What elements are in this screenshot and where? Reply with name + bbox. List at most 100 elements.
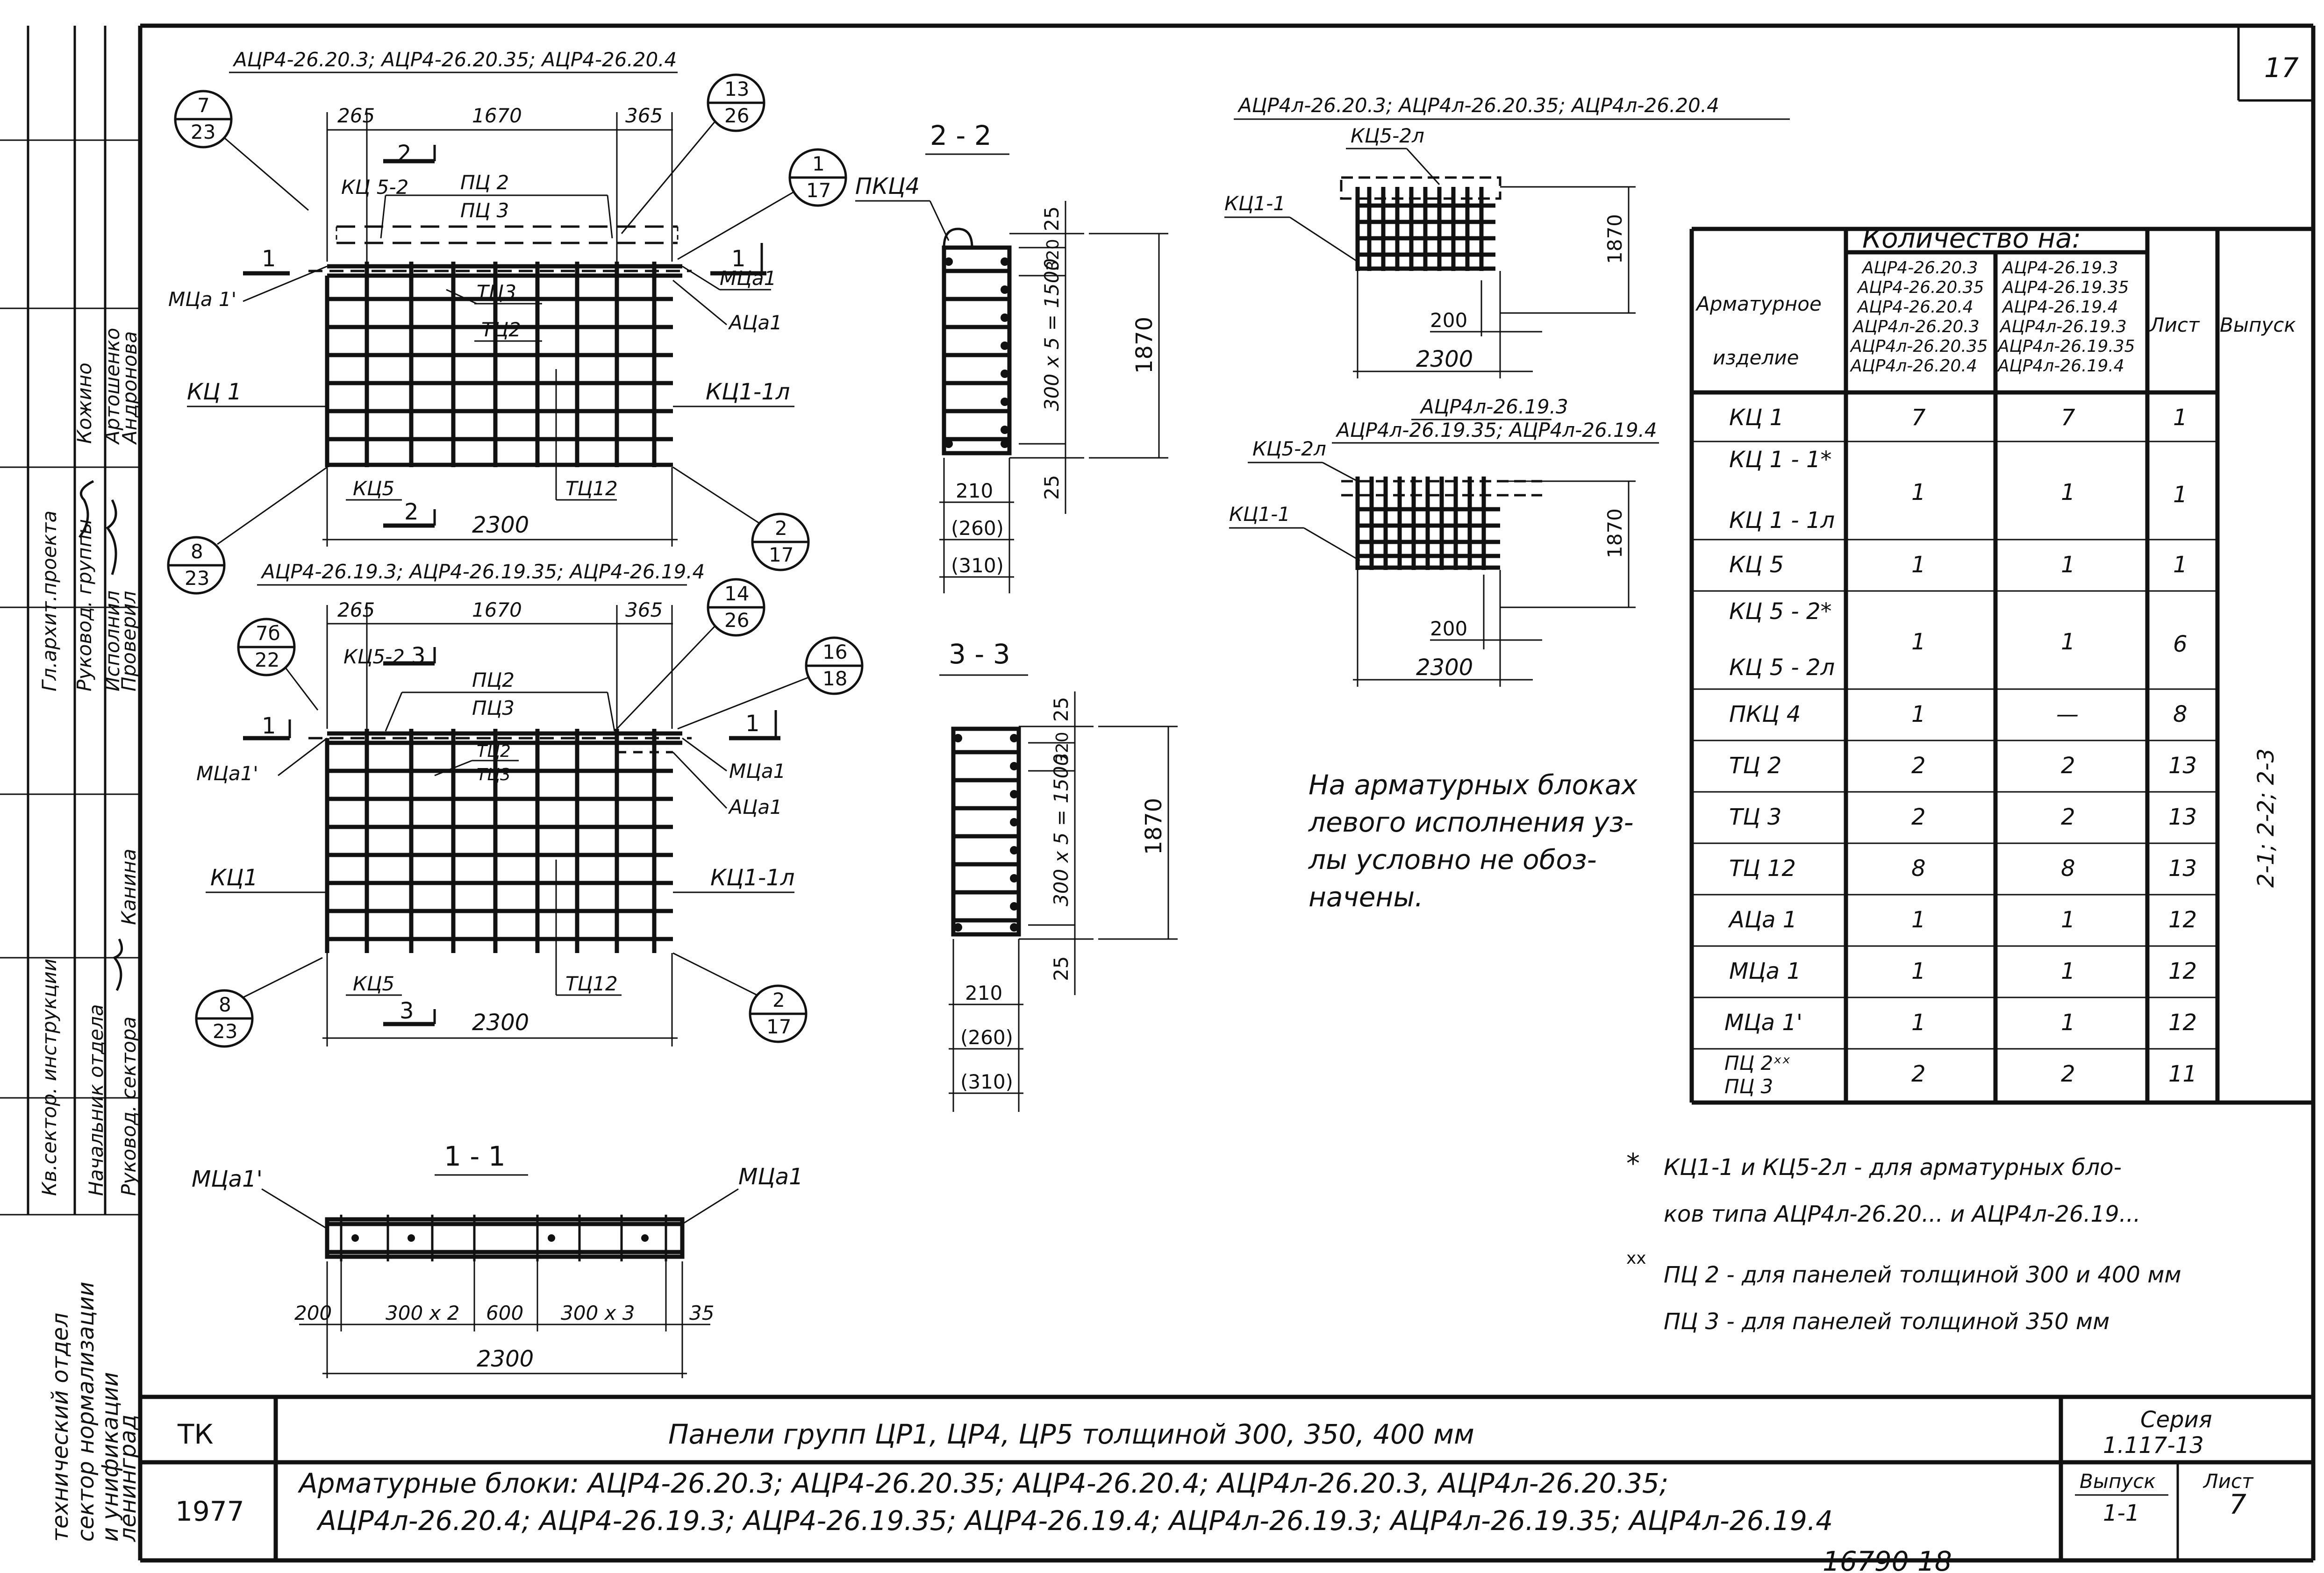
svg-text:АЦР4л-26.19.4: АЦР4л-26.19.4	[1997, 356, 2124, 376]
note-line-2: левого исполнения уз-	[1308, 806, 1634, 838]
bottom-label-pc3: ПЦ3	[472, 697, 515, 719]
top-label-mca1: МЦа1	[720, 267, 776, 290]
svg-text:АЦР4л-26.20.35: АЦР4л-26.20.35	[1850, 337, 1988, 356]
bottom-label-mca1p: МЦа1'	[196, 762, 258, 785]
section33-dim-25-top: 25	[1050, 697, 1073, 722]
svg-text:1: 1	[1911, 701, 1926, 727]
section-2-2: 2 - 2 ПКЦ4 25 320 300 x 5 = 1500 25 1870	[855, 120, 1168, 593]
svg-text:ТЦ 12: ТЦ 12	[1729, 855, 1796, 882]
section-3-3: 3 - 3 25 320 300 x 5 = 1500 25 1870	[939, 638, 1178, 1112]
footnote-xx-mark: xx	[1626, 1249, 1646, 1268]
svg-text:13: 13	[724, 78, 749, 100]
title-block: ТК 1977 Панели групп ЦР1, ЦР4, ЦР5 толщи…	[140, 1395, 2313, 1560]
bottom-callout-16-18: 16 18	[677, 636, 864, 730]
th-quantity: Количество на:	[1862, 222, 2081, 254]
svg-text:23: 23	[213, 1020, 237, 1043]
note-line-3: лы условно не обоз-	[1308, 844, 1597, 875]
left-top-dim-1870: 1870	[1603, 214, 1626, 264]
svg-text:8: 8	[191, 540, 203, 563]
bottom-label-tc2: ТЦ2	[477, 742, 511, 761]
left-top-label-kc1-1: КЦ1-1	[1224, 192, 1286, 215]
section11-title: 1 - 1	[444, 1140, 506, 1172]
section22-dim-210: 210	[956, 479, 993, 502]
svg-text:АЦР4л-26.19.3: АЦР4л-26.19.3	[1999, 317, 2127, 336]
table-issue-value: 2-1; 2-2; 2-3	[2253, 748, 2279, 888]
top-mesh	[308, 225, 692, 467]
svg-text:АЦР4л-26.20.3: АЦР4л-26.20.3	[1852, 317, 1980, 336]
svg-text:7: 7	[2061, 405, 2075, 431]
bottom-sec-3-top: 3	[411, 643, 426, 669]
top-dim-2300: 2300	[472, 512, 529, 538]
th-sub1: АЦР4-26.20.3 АЦР4-26.20.35 АЦР4-26.20.4 …	[1850, 258, 1988, 376]
section33-title: 3 - 3	[949, 638, 1010, 670]
bottom-sec-1-left: 1	[262, 713, 276, 739]
section22-dim-320: 320	[1044, 239, 1063, 271]
top-label-tc2: ТЦ2	[481, 318, 521, 341]
svg-text:АЦР4-26.19.4: АЦР4-26.19.4	[2002, 298, 2118, 317]
svg-text:7: 7	[197, 94, 210, 117]
top-callout-13-26: 13 26	[621, 73, 765, 234]
svg-text:11: 11	[2168, 1061, 2197, 1087]
svg-text:ТЦ 2: ТЦ 2	[1729, 753, 1781, 779]
svg-text:8: 8	[2061, 855, 2075, 882]
bottom-dim-365: 365	[625, 598, 663, 621]
th-issue: Выпуск	[2220, 313, 2296, 336]
svg-text:2: 2	[1911, 1061, 1926, 1087]
section33-dim-1870: 1870	[1141, 798, 1167, 855]
section11-label-mca1: МЦа1	[738, 1164, 803, 1190]
top-callout-1-17: 1 17	[677, 148, 847, 260]
section22-dim-260: (260)	[951, 517, 1004, 540]
stamp-org-2: сектор нормализации	[73, 1281, 99, 1542]
tb-sheet-label: Лист	[2202, 1470, 2254, 1493]
stamp-name-1: Кожино	[73, 363, 96, 444]
footnote-xx-line2: ПЦ 3 - для панелей толщиной 350 мм	[1664, 1309, 2109, 1335]
tb-issue-label: Выпуск	[2080, 1470, 2156, 1493]
table-row: ПКЦ 4 1 — 8	[1729, 701, 2188, 727]
top-callout-7-23: 7 23	[174, 90, 309, 211]
tb-series-value: 1.117-13	[2103, 1432, 2204, 1459]
svg-text:1: 1	[2173, 482, 2188, 508]
top-plan-view: АЦР4-26.20.3; АЦР4-26.20.35; АЦР4-26.20.…	[167, 48, 847, 595]
signature-1	[78, 480, 94, 538]
table-row: ТЦ 3 2 2 13	[1729, 804, 2197, 830]
svg-text:1: 1	[812, 152, 825, 175]
table-row: КЦ 1 7 7 1	[1729, 405, 2188, 431]
svg-text:6: 6	[2173, 631, 2188, 657]
svg-text:1: 1	[2173, 405, 2188, 431]
svg-text:АЦР4-26.19.35: АЦР4-26.19.35	[2002, 278, 2129, 297]
top-dim-365: 365	[625, 104, 663, 127]
left-top-mesh	[1340, 176, 1502, 271]
svg-text:ПЦ 3: ПЦ 3	[1724, 1075, 1773, 1098]
svg-text:КЦ 1: КЦ 1	[1729, 405, 1784, 431]
stamp-role-2: Руковод. группы	[73, 519, 96, 691]
svg-text:1: 1	[2061, 629, 2075, 655]
section22-dim-25-bottom: 25	[1040, 475, 1063, 500]
bottom-label-mca1: МЦа1	[729, 760, 786, 783]
section33-dim-320: 320	[1053, 732, 1072, 764]
bottom-label-pc2: ПЦ2	[472, 669, 515, 691]
bottom-label-tc3: ТЦ3	[477, 765, 511, 784]
tb-title: Панели групп ЦР1, ЦР4, ЦР5 толщиной 300,…	[668, 1418, 1474, 1450]
svg-text:ПКЦ 4: ПКЦ 4	[1729, 701, 1801, 727]
section22-dim-1870: 1870	[1131, 317, 1158, 374]
svg-text:ТЦ 3: ТЦ 3	[1729, 804, 1781, 830]
svg-text:22: 22	[255, 648, 279, 671]
bottom-label-kc1-1l: КЦ1-1л	[710, 865, 794, 891]
svg-text:1: 1	[1911, 958, 1926, 984]
section22-title: 2 - 2	[930, 120, 992, 151]
svg-text:АЦР4-26.20.4: АЦР4-26.20.4	[1857, 298, 1974, 317]
section22-label-pkc4: ПКЦ4	[855, 173, 920, 199]
top-sec-2-bottom: 2	[404, 499, 419, 525]
section33-dim-1500: 300 x 5 = 1500	[1050, 754, 1073, 906]
top-label-tc3: ТЦ3	[477, 281, 516, 304]
svg-text:1: 1	[1911, 907, 1926, 933]
tb-sheet-value: 7	[2229, 1488, 2246, 1520]
top-label-kc5: КЦ5	[353, 477, 394, 500]
top-callout-2-17: 2 17	[672, 466, 810, 571]
svg-text:2: 2	[2061, 753, 2075, 779]
svg-text:13: 13	[2168, 855, 2197, 882]
svg-text:1: 1	[2061, 958, 2075, 984]
table-row: АЦа 1 1 1 12	[1728, 907, 2197, 933]
svg-text:2: 2	[775, 517, 787, 540]
